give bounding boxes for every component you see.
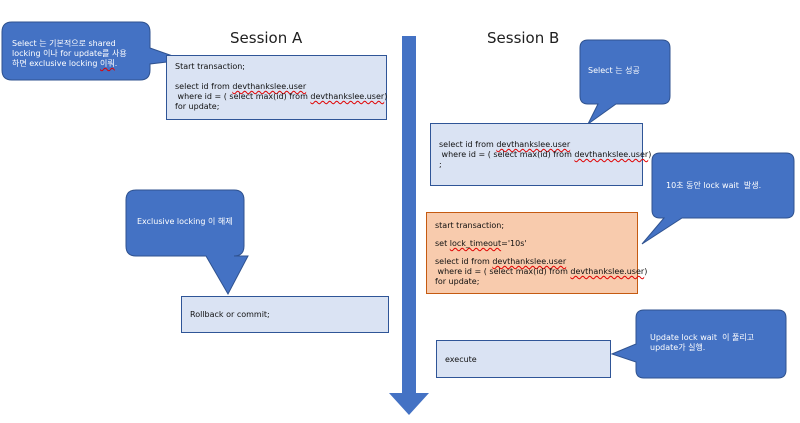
session-b-execute-box: execute [436, 340, 611, 378]
code-line: select id from devthankslee.user [435, 257, 567, 266]
session-a-query-box: Start transaction; select id from devtha… [166, 55, 387, 120]
code-line: where id = ( select max(id) from devthan… [435, 267, 648, 276]
callout-text-lock-wait: 10초 동안 lock wait 발생. [666, 181, 762, 190]
session-b-title: Session B [487, 29, 560, 47]
code-line: execute [445, 355, 477, 364]
code-line: where id = ( select max(id) from devthan… [175, 92, 388, 101]
code-line: Rollback or commit; [190, 310, 270, 319]
callout-bubble-lock-released [125, 189, 249, 296]
callout-bubble-shared-locking [1, 21, 185, 81]
code-line: start transaction; [435, 221, 505, 230]
callout-text-select-success: Select 는 성공 [588, 66, 640, 75]
code-line: ; [439, 160, 442, 169]
timeline-arrow [389, 36, 429, 415]
callout-text-lock-released: Exclusive locking 이 해제 [137, 217, 233, 226]
callout-bubble-select-success [579, 39, 671, 125]
callout-bubble-update-executed [610, 309, 787, 379]
callout-text-update-executed: Update lock wait 이 풀리고 update가 실행. [650, 333, 755, 352]
callout-text-shared-locking: Select 는 기본적으로 shared locking 이나 for upd… [12, 39, 127, 68]
session-b-select-box: select id from devthankslee.user where i… [430, 123, 652, 186]
code-line: set lock_timeout='10s' [435, 239, 527, 248]
session-a-title: Session A [230, 29, 303, 47]
code-line: for update; [435, 277, 480, 286]
code-line: where id = ( select max(id) from devthan… [439, 150, 652, 159]
session-a-rollback-box: Rollback or commit; [181, 296, 389, 333]
code-line: select id from devthankslee.user [439, 140, 571, 149]
session-b-transaction-box: start transaction; set lock_timeout='10s… [426, 212, 648, 294]
code-line: select id from devthankslee.user [175, 82, 307, 91]
code-line: for update; [175, 102, 220, 111]
callout-bubble-lock-wait [641, 152, 795, 245]
code-line: Start transaction; [175, 62, 245, 71]
